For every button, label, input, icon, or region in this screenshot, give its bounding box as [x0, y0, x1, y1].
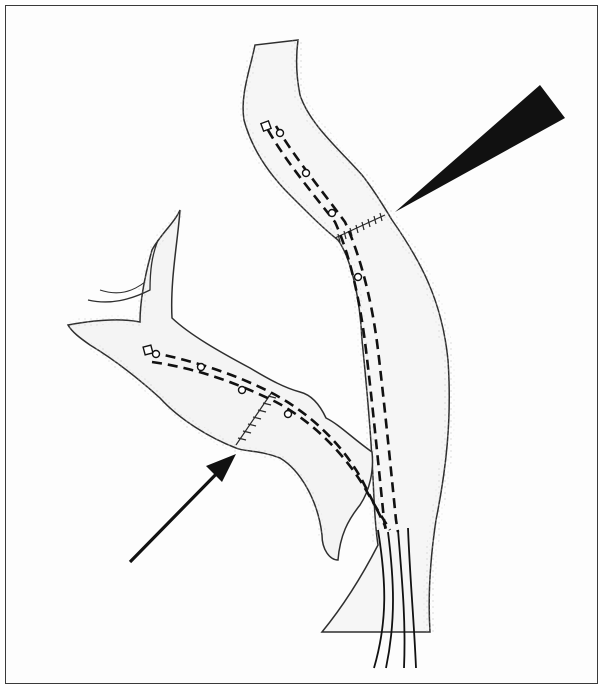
vein-segment-upper — [243, 40, 449, 632]
arrow-pointer — [130, 454, 236, 562]
wedge-pointer — [395, 85, 565, 212]
vein-branch-lower — [68, 210, 373, 560]
